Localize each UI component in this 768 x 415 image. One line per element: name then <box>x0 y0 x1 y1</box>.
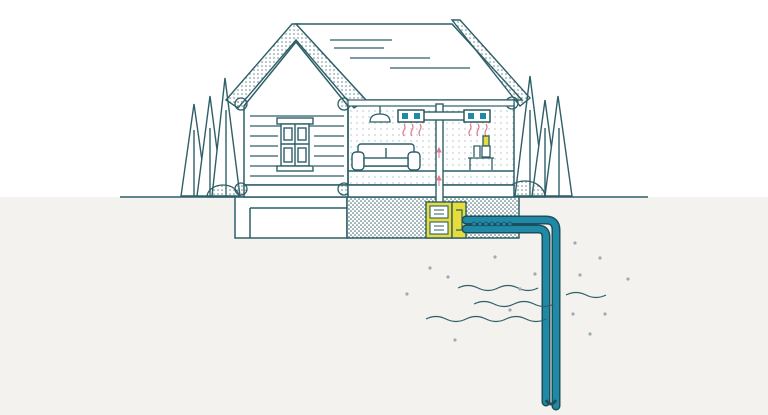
vent-icon <box>464 110 490 122</box>
floor-slab <box>348 185 514 197</box>
foundation <box>235 197 347 238</box>
window-icon <box>277 118 313 171</box>
sofa-icon <box>352 144 420 170</box>
heat-pump-icon <box>426 202 466 238</box>
vent-icon <box>398 110 424 122</box>
attic-band <box>348 100 514 106</box>
